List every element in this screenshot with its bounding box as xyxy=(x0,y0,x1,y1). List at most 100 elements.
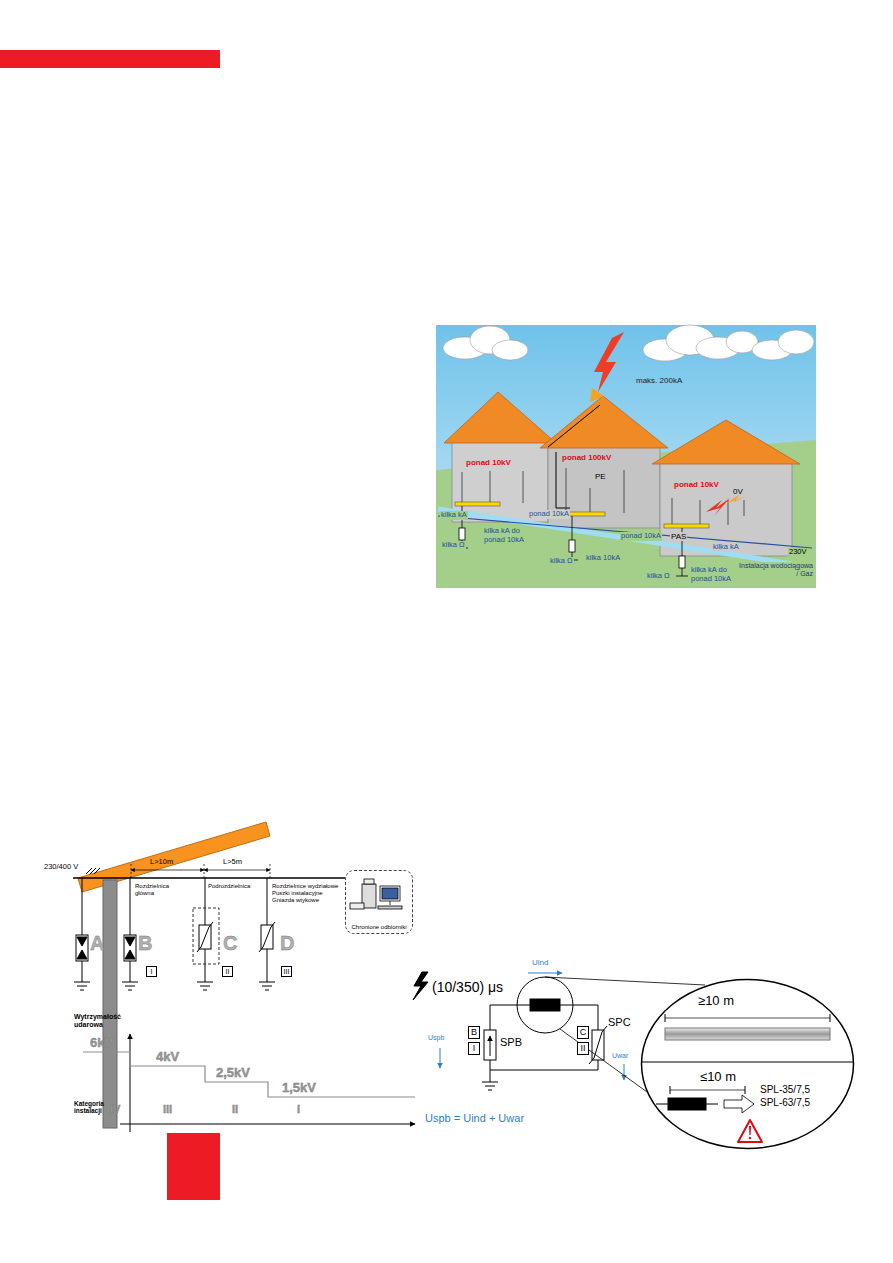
label: maks. 200kA xyxy=(636,376,682,385)
equipotential-bar xyxy=(664,524,709,528)
label: L>10m xyxy=(150,858,173,867)
spd-coordination xyxy=(656,1104,668,1105)
label: SPC xyxy=(608,1016,631,1029)
label: PE xyxy=(595,472,606,481)
label: ponad 10kA xyxy=(528,510,570,519)
spark xyxy=(706,498,730,516)
spd-layout xyxy=(131,864,132,878)
spark-gap xyxy=(125,937,135,959)
label: 230V xyxy=(788,548,808,557)
supply-line xyxy=(438,516,812,548)
label: IV xyxy=(110,1103,120,1116)
lightning xyxy=(548,332,624,508)
water-pipe xyxy=(438,509,812,567)
spark-gap xyxy=(76,878,136,982)
spd-layout xyxy=(73,877,345,879)
label: Rozdzielnice wydziałowe Puszki instalacy… xyxy=(272,883,344,904)
spd-layout xyxy=(270,864,271,878)
ellipse-outline xyxy=(640,978,855,1150)
house xyxy=(444,392,556,443)
label: kilka Ω xyxy=(549,557,574,566)
category-box: II xyxy=(222,966,233,977)
computer-icon xyxy=(364,879,374,884)
red-bars xyxy=(0,50,220,68)
label: II xyxy=(232,1103,238,1116)
label: Uspb xyxy=(428,1034,444,1042)
spd-coordination xyxy=(413,972,853,1142)
computer-icon xyxy=(350,903,364,909)
label: kilka kA xyxy=(440,511,468,520)
node-text: Chronione odbiorniki xyxy=(351,924,406,931)
wall-wires xyxy=(700,500,701,525)
wall-wires xyxy=(462,468,744,525)
label: ponad 100kV xyxy=(562,453,611,462)
label: L>5m xyxy=(223,858,242,867)
spark-gap xyxy=(124,935,136,961)
varistor xyxy=(197,878,275,982)
label: 4kV xyxy=(156,1050,179,1065)
spd-layout xyxy=(204,870,270,871)
label: Podrozdzielnica xyxy=(208,883,250,890)
spd-layout xyxy=(131,864,270,878)
node-text: SPL-63/7,5 xyxy=(760,1097,810,1109)
label: Kategoria instalacji xyxy=(74,1100,114,1115)
label: kilka Ω xyxy=(646,572,671,581)
node-text: C xyxy=(580,1028,587,1037)
earth-resistor xyxy=(682,568,683,576)
house-scene xyxy=(436,325,816,588)
wall-wires xyxy=(744,500,745,516)
category-box: B xyxy=(468,1026,480,1039)
lightning xyxy=(594,332,624,392)
house xyxy=(444,392,800,556)
spd-coordination xyxy=(517,977,573,1033)
spd-layout xyxy=(120,1124,415,1125)
node-text: III xyxy=(284,968,290,975)
house xyxy=(660,462,792,556)
spd-layout xyxy=(131,870,204,871)
spd-layout xyxy=(193,908,219,964)
spd-layout xyxy=(83,1052,415,1097)
node-text: I xyxy=(473,1044,476,1053)
cloud xyxy=(778,330,814,354)
label: 0V xyxy=(733,487,743,496)
wall-wires xyxy=(590,488,591,513)
spd-layout xyxy=(204,864,205,878)
node-text: SPL-35/7,5 xyxy=(760,1084,810,1096)
computer-icon xyxy=(378,906,402,909)
varistor xyxy=(205,878,206,925)
label: 1,5kV xyxy=(282,1081,316,1096)
earth-resistor xyxy=(572,516,573,540)
spark xyxy=(706,494,746,516)
label: Uind xyxy=(532,958,548,967)
spd-layout xyxy=(130,1034,131,1132)
label: ponad 10kV xyxy=(466,458,511,467)
wall-wires xyxy=(523,471,524,503)
computer-icon xyxy=(382,888,398,899)
varistor xyxy=(197,922,213,952)
spark-gap xyxy=(76,935,88,961)
label: ponad 10kV xyxy=(674,480,719,489)
ground-symbol xyxy=(74,982,90,990)
label: Rozdzielnica główna xyxy=(135,883,173,897)
node-text: ≤10 m xyxy=(700,1070,736,1085)
spd-layout xyxy=(103,880,117,1128)
earth-resistor xyxy=(679,556,685,568)
spd-coordination xyxy=(413,972,428,1000)
spd-coordination xyxy=(745,1086,746,1094)
spd-coordination xyxy=(482,1082,498,1090)
lightning xyxy=(548,405,600,447)
house-scene xyxy=(436,325,816,588)
red-bars xyxy=(0,50,220,1200)
node-text: II xyxy=(580,1044,585,1053)
label: kilka kA xyxy=(712,543,740,552)
spd-coordination xyxy=(490,1036,491,1056)
spd-coordination xyxy=(670,1086,671,1094)
equipotential-bar xyxy=(455,502,500,506)
earth-resistor xyxy=(676,576,688,577)
varistor xyxy=(259,922,275,952)
spd-coordination xyxy=(598,1060,599,1070)
varistor xyxy=(267,878,268,925)
spark-gap xyxy=(130,961,131,982)
spd-coordination xyxy=(490,1070,598,1071)
